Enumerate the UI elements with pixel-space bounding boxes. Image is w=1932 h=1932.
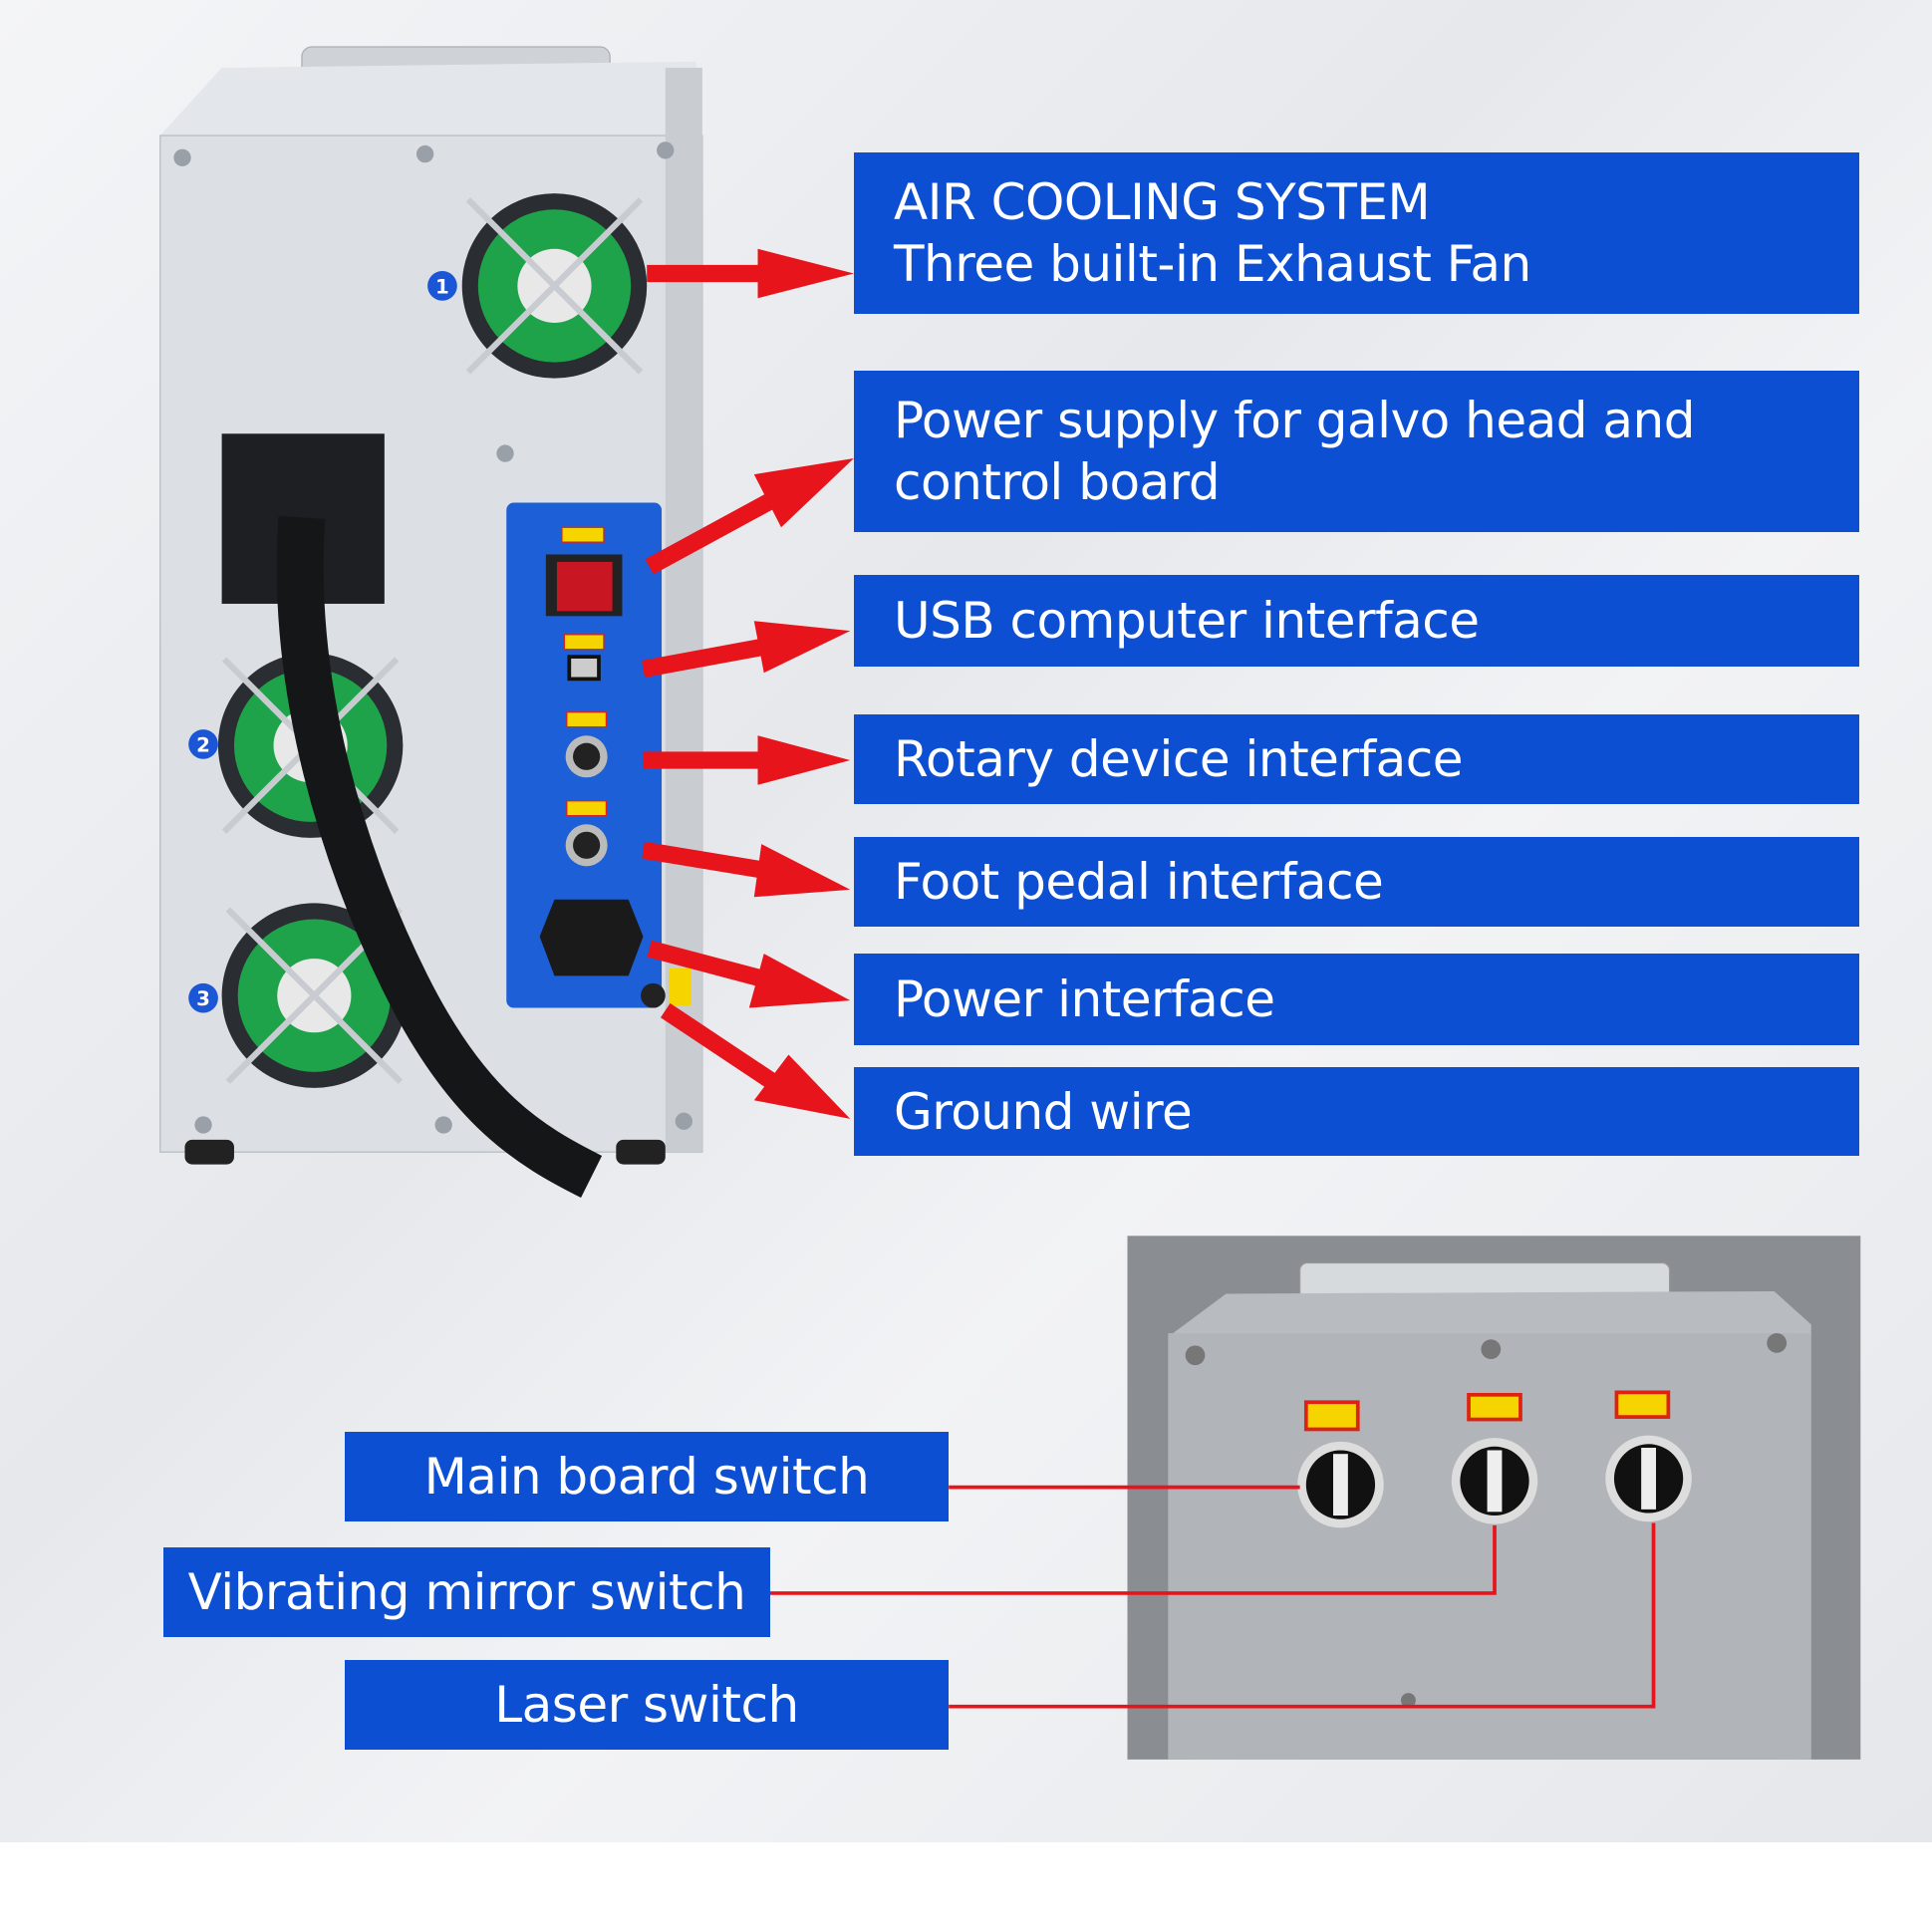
- fan-number-2: 2: [196, 733, 210, 756]
- machine-rear-view: 1 2 3: [159, 46, 703, 1198]
- callout-arrows: [641, 248, 854, 1119]
- front-switch-photo: [1127, 1236, 1861, 1760]
- callout-air-cooling: AIR COOLING SYSTEM Three built-in Exhaus…: [854, 152, 1859, 314]
- callout-title: AIR COOLING SYSTEM: [894, 173, 1431, 231]
- callout-text-line-1: Power supply for galvo head and: [894, 392, 1695, 449]
- callout-subtitle: Three built-in Exhaust Fan: [894, 235, 1531, 293]
- switch-label-text: Laser switch: [494, 1676, 799, 1734]
- label-main-board-switch: Main board switch: [345, 1432, 949, 1521]
- callout-power-supply: Power supply for galvo head and control …: [854, 371, 1859, 532]
- fan-number-3: 3: [196, 987, 210, 1010]
- callout-foot-pedal: Foot pedal interface: [854, 837, 1859, 927]
- callout-rotary: Rotary device interface: [854, 714, 1859, 804]
- callout-text: Rotary device interface: [894, 730, 1464, 788]
- callout-text: USB computer interface: [894, 592, 1480, 650]
- fan-number-1: 1: [435, 275, 449, 298]
- switch-leader-lines: [769, 1485, 1656, 1709]
- connector-panel: [506, 502, 691, 1008]
- callout-ground-wire: Ground wire: [854, 1067, 1859, 1156]
- switch-label-text: Vibrating mirror switch: [187, 1563, 746, 1621]
- callout-usb: USB computer interface: [854, 575, 1859, 667]
- callout-text: Power interface: [894, 970, 1275, 1028]
- bottom-margin: [0, 1842, 1932, 1932]
- callout-power-interface: Power interface: [854, 954, 1859, 1045]
- fan-number-badges: 1 2 3: [188, 271, 457, 1013]
- rotary-switches: [1297, 1435, 1692, 1528]
- switch-label-text: Main board switch: [423, 1448, 870, 1506]
- label-laser-switch: Laser switch: [345, 1660, 949, 1750]
- callout-text: Foot pedal interface: [894, 853, 1384, 911]
- label-vibrating-mirror-switch: Vibrating mirror switch: [163, 1547, 770, 1637]
- fan-3: [221, 903, 408, 1088]
- callout-text-line-2: control board: [894, 453, 1221, 511]
- callout-text: Ground wire: [894, 1082, 1193, 1141]
- fan-1: [461, 193, 648, 379]
